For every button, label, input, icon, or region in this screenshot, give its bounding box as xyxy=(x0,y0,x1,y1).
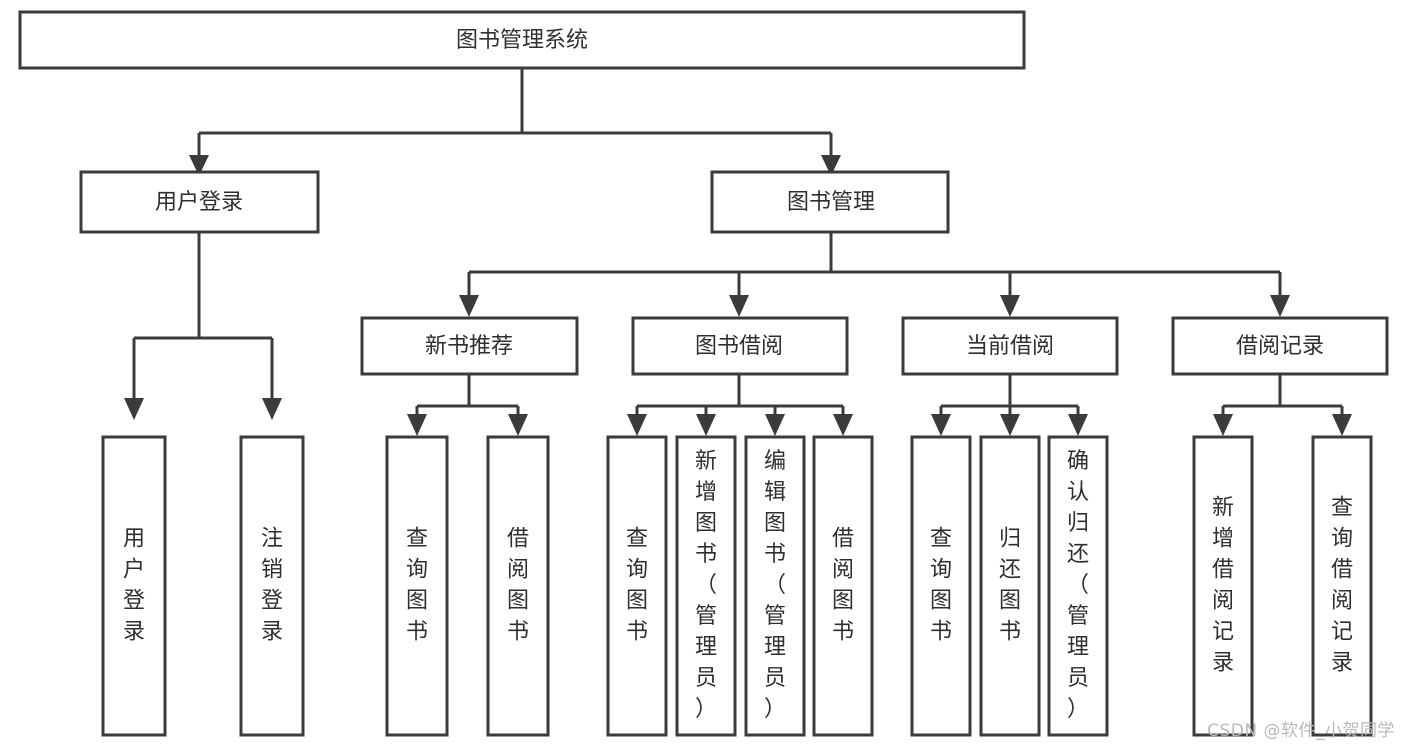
leaf-return-book-box[interactable] xyxy=(979,435,1041,737)
leaf-confirm-return-label: 确认归还（管理员） xyxy=(1067,449,1089,722)
leaf-query-book-2-box[interactable] xyxy=(606,435,668,737)
leaf-add-book-label: 新增图书（管理员） xyxy=(695,449,717,722)
leaf-query-book-2[interactable]: 查询图书 xyxy=(606,435,668,737)
node-book-borrow[interactable]: 图书借阅 xyxy=(631,316,849,376)
leaf-borrow-book-1-label: 借阅图书 xyxy=(507,527,529,645)
node-borrow-record-box[interactable] xyxy=(1171,316,1389,376)
leaf-add-record-box[interactable] xyxy=(1192,435,1254,737)
leaf-return-book-label: 归还图书 xyxy=(999,527,1021,645)
connector-borrowrecord-to-leaves xyxy=(1213,374,1352,436)
leaf-borrow-book-2-label: 借阅图书 xyxy=(832,527,854,645)
leaf-add-record[interactable]: 新增借阅记录 xyxy=(1192,435,1254,737)
node-user-login-label: 用户登录 xyxy=(155,190,243,215)
node-borrow-record-label: 借阅记录 xyxy=(1236,334,1324,359)
connector-bookmanage-to-level3 xyxy=(459,232,1290,317)
leaf-confirm-return-box[interactable] xyxy=(1047,435,1109,737)
node-new-book-recommend[interactable]: 新书推荐 xyxy=(360,316,579,376)
leaf-user-login-box[interactable] xyxy=(101,435,167,737)
node-root-box[interactable] xyxy=(18,10,1026,70)
connector-userlogin-to-leaves xyxy=(124,232,282,420)
leaf-query-book-3-label: 查询图书 xyxy=(930,527,952,645)
node-new-book-recommend-label: 新书推荐 xyxy=(425,334,513,359)
node-user-login[interactable]: 用户登录 xyxy=(79,170,320,234)
leaf-add-book-box[interactable] xyxy=(675,435,737,737)
node-user-login-box[interactable] xyxy=(79,170,320,234)
leaf-query-book-3[interactable]: 查询图书 xyxy=(910,435,972,737)
leaf-confirm-return[interactable]: 确认归还（管理员） xyxy=(1047,435,1109,737)
node-current-borrow[interactable]: 当前借阅 xyxy=(901,316,1119,376)
leaf-borrow-book-1-box[interactable] xyxy=(486,435,550,737)
leaf-user-logout-label: 注销登录 xyxy=(261,527,283,645)
leaf-query-book-1-label: 查询图书 xyxy=(406,527,428,645)
node-current-borrow-label: 当前借阅 xyxy=(966,334,1054,359)
node-borrow-record[interactable]: 借阅记录 xyxy=(1171,316,1389,376)
leaf-return-book[interactable]: 归还图书 xyxy=(979,435,1041,737)
node-root-label: 图书管理系统 xyxy=(456,28,588,53)
leaf-user-login[interactable]: 用户登录 xyxy=(101,435,167,737)
csdn-watermark: CSDN @软件_小贺同学 xyxy=(1207,721,1395,741)
leaf-edit-book-label: 编辑图书（管理员） xyxy=(764,449,786,722)
connector-bookborrow-to-leaves xyxy=(627,374,853,436)
connector-root-to-level2 xyxy=(189,68,841,176)
node-book-borrow-box[interactable] xyxy=(631,316,849,376)
leaf-borrow-book-2-box[interactable] xyxy=(812,435,874,737)
leaf-edit-book[interactable]: 编辑图书（管理员） xyxy=(744,435,806,737)
leaf-borrow-book-2[interactable]: 借阅图书 xyxy=(812,435,874,737)
leaf-user-login-label: 用户登录 xyxy=(123,527,145,645)
node-book-manage[interactable]: 图书管理 xyxy=(710,170,950,234)
node-book-manage-label: 图书管理 xyxy=(787,190,875,215)
leaf-query-book-3-box[interactable] xyxy=(910,435,972,737)
leaf-query-record-box[interactable] xyxy=(1311,435,1373,737)
leaf-query-book-1-box[interactable] xyxy=(385,435,449,737)
leaf-borrow-book-1[interactable]: 借阅图书 xyxy=(486,435,550,737)
leaf-query-record[interactable]: 查询借阅记录 xyxy=(1311,435,1373,737)
node-book-manage-box[interactable] xyxy=(710,170,950,234)
leaf-user-logout-box[interactable] xyxy=(239,435,305,737)
connector-newbook-to-leaves xyxy=(407,374,528,436)
node-root[interactable]: 图书管理系统 xyxy=(18,10,1026,70)
leaf-add-record-label: 新增借阅记录 xyxy=(1212,496,1234,676)
node-current-borrow-box[interactable] xyxy=(901,316,1119,376)
connector-currentborrow-to-leaves xyxy=(931,374,1088,436)
leaf-query-book-2-label: 查询图书 xyxy=(626,527,648,645)
leaf-query-book-1[interactable]: 查询图书 xyxy=(385,435,449,737)
leaf-user-logout[interactable]: 注销登录 xyxy=(239,435,305,737)
node-new-book-recommend-box[interactable] xyxy=(360,316,579,376)
leaf-add-book[interactable]: 新增图书（管理员） xyxy=(675,435,737,737)
leaf-edit-book-box[interactable] xyxy=(744,435,806,737)
node-book-borrow-label: 图书借阅 xyxy=(695,334,783,359)
leaf-query-record-label: 查询借阅记录 xyxy=(1331,496,1353,676)
